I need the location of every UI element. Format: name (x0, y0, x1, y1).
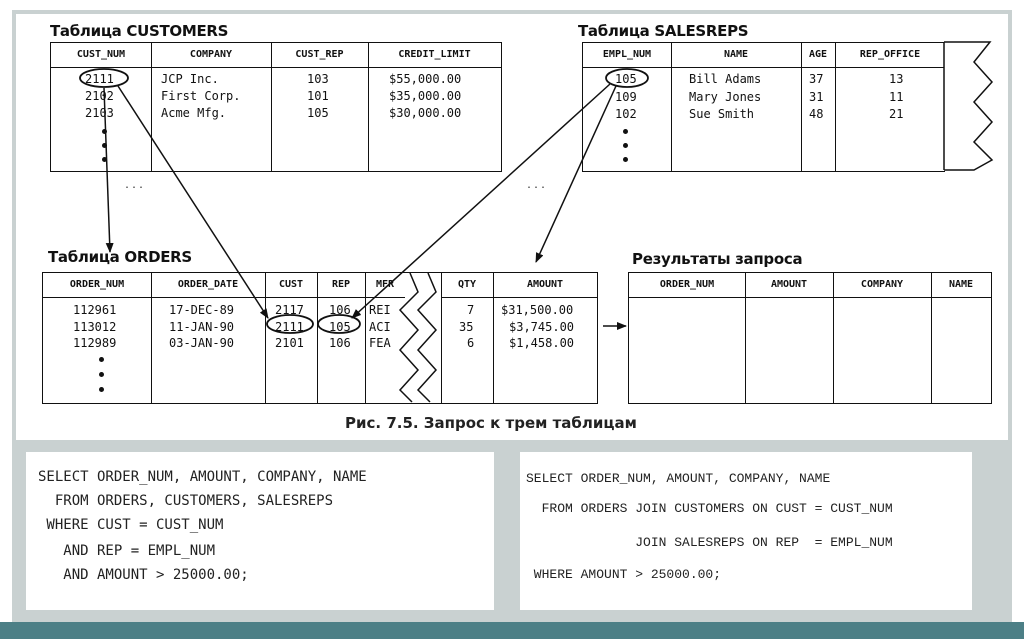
sql-join-line: WHERE AMOUNT > 25000.00; (526, 567, 722, 582)
sql-where-line: WHERE CUST = CUST_NUM (38, 517, 224, 533)
salesreps-table: EMPL_NUM NAME AGE REP_OFFICE 105 Bill Ad… (582, 42, 945, 172)
orders-header-order-num: ORDER_NUM (43, 273, 151, 298)
customers-cell: $30,000.00 (389, 106, 462, 120)
customers-title: Таблица CUSTOMERS (50, 22, 229, 40)
salesreps-cell: 11 (889, 90, 904, 104)
orders-header-cust: CUST (265, 273, 317, 298)
orders-cell: 35 (459, 320, 474, 334)
orders-title: Таблица ORDERS (48, 248, 192, 266)
salesreps-cell: 102 (615, 107, 637, 121)
sql-where-line: FROM ORDERS, CUSTOMERS, SALESREPS (38, 493, 334, 509)
sql-join-line: JOIN SALESREPS ON REP = EMPL_NUM (526, 535, 893, 550)
salesreps-title: Таблица SALESREPS (578, 22, 749, 40)
sql-where-box: SELECT ORDER_NUM, AMOUNT, COMPANY, NAME … (26, 452, 494, 610)
salesreps-cell: 31 (809, 90, 824, 104)
bottom-stripe (0, 622, 1024, 639)
customers-header-cust-rep: CUST_REP (271, 43, 368, 68)
orders-header-qty: QTY (441, 273, 493, 298)
results-header-name: NAME (931, 273, 991, 298)
customers-cell: $55,000.00 (389, 72, 462, 86)
customers-header-cust-num: CUST_NUM (51, 43, 151, 68)
salesreps-cell: 105 (615, 72, 637, 86)
continuation-dot (623, 157, 628, 162)
sql-join-box: SELECT ORDER_NUM, AMOUNT, COMPANY, NAME … (520, 452, 972, 610)
salesreps-cell: 21 (889, 107, 904, 121)
orders-cell: $31,500.00 (501, 303, 574, 317)
ellipsis-mark: ... (526, 180, 548, 191)
salesreps-cell: 13 (889, 72, 904, 86)
customers-cell: JCP Inc. (161, 72, 219, 86)
customers-cell: 2103 (85, 106, 114, 120)
orders-cell: $1,458.00 (509, 336, 575, 350)
customers-cell: First Corp. (161, 89, 241, 103)
customers-cell: 103 (307, 72, 329, 86)
orders-header-rep: REP (317, 273, 365, 298)
salesreps-cell: Sue Smith (689, 107, 755, 121)
sql-join-line: SELECT ORDER_NUM, AMOUNT, COMPANY, NAME (526, 471, 831, 486)
salesreps-cell: Mary Jones (689, 90, 762, 104)
ellipsis-mark: ... (124, 180, 146, 191)
continuation-dot (102, 129, 107, 134)
customers-cell: 101 (307, 89, 329, 103)
customers-header-company: COMPANY (151, 43, 271, 68)
sql-where-line: AND AMOUNT > 25000.00; (38, 567, 249, 583)
orders-cell: 113012 (73, 320, 117, 334)
customers-cell: Acme Mfg. (161, 106, 227, 120)
orders-cell: REI (369, 303, 391, 317)
results-header-order-num: ORDER_NUM (629, 273, 745, 298)
sql-where-line: AND REP = EMPL_NUM (38, 543, 216, 559)
continuation-dot (102, 143, 107, 148)
orders-cell: 106 (329, 303, 351, 317)
continuation-dot (623, 129, 628, 134)
continuation-dot (102, 157, 107, 162)
results-header-company: COMPANY (833, 273, 931, 298)
salesreps-header-age: AGE (801, 43, 835, 68)
orders-table: ORDER_NUM ORDER_DATE CUST REP MFR QTY AM… (42, 272, 598, 404)
orders-header-amount: AMOUNT (493, 273, 597, 298)
salesreps-header-empl-num: EMPL_NUM (583, 43, 671, 68)
orders-cell: 17-DEC-89 (169, 303, 235, 317)
orders-cell: 112989 (73, 336, 117, 350)
salesreps-cell: 37 (809, 72, 824, 86)
salesreps-cell: Bill Adams (689, 72, 762, 86)
salesreps-header-name: NAME (671, 43, 801, 68)
orders-header-order-date: ORDER_DATE (151, 273, 265, 298)
salesreps-cell: 48 (809, 107, 824, 121)
orders-cell: 2111 (275, 320, 304, 334)
continuation-dot (623, 143, 628, 148)
orders-cell: $3,745.00 (509, 320, 575, 334)
continuation-dot (99, 387, 104, 392)
orders-cell: 105 (329, 320, 351, 334)
customers-cell: 105 (307, 106, 329, 120)
sql-where-line: SELECT ORDER_NUM, AMOUNT, COMPANY, NAME (38, 469, 367, 485)
orders-header-mfr: MFR (365, 273, 405, 298)
orders-cell: 2117 (275, 303, 304, 317)
orders-cell: 112961 (73, 303, 117, 317)
orders-cell: ACI (369, 320, 391, 334)
results-table: ORDER_NUM AMOUNT COMPANY NAME (628, 272, 992, 404)
results-title: Результаты запроса (632, 250, 803, 268)
continuation-dot (99, 372, 104, 377)
figure-caption: Рис. 7.5. Запрос к трем таблицам (345, 414, 637, 432)
customers-table: CUST_NUM COMPANY CUST_REP CREDIT_LIMIT 2… (50, 42, 502, 172)
results-header-amount: AMOUNT (745, 273, 833, 298)
customers-cell: 2102 (85, 89, 114, 103)
customers-header-credit-limit: CREDIT_LIMIT (368, 43, 501, 68)
customers-cell: 2111 (85, 72, 114, 86)
salesreps-cell: 109 (615, 90, 637, 104)
orders-cell: 03-JAN-90 (169, 336, 235, 350)
orders-cell: 7 (467, 303, 475, 317)
salesreps-header-rep-office: REP_OFFICE (835, 43, 945, 68)
orders-cell: FEA (369, 336, 391, 350)
orders-cell: 2101 (275, 336, 304, 350)
orders-cell: 106 (329, 336, 351, 350)
orders-cell: 6 (467, 336, 475, 350)
continuation-dot (99, 357, 104, 362)
orders-cell: 11-JAN-90 (169, 320, 235, 334)
customers-cell: $35,000.00 (389, 89, 462, 103)
sql-join-line: FROM ORDERS JOIN CUSTOMERS ON CUST = CUS… (526, 501, 893, 516)
